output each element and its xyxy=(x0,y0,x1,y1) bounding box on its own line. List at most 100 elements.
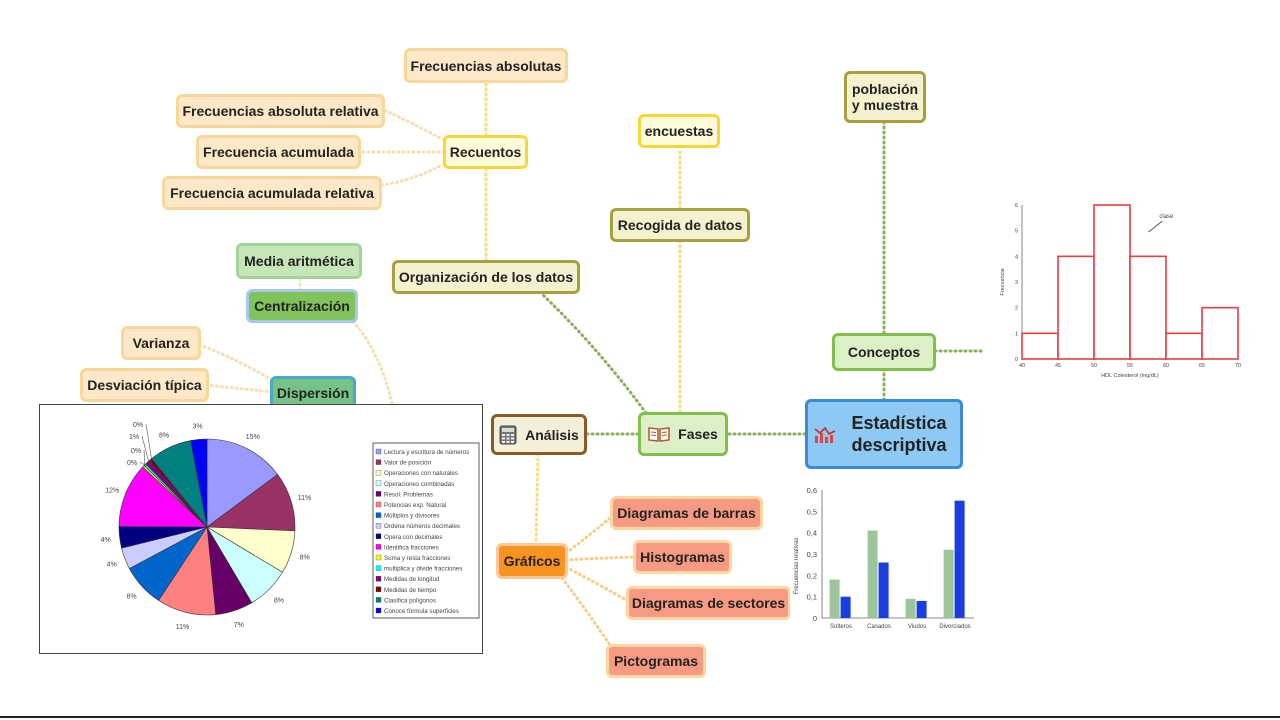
node-poblacion-muestra[interactable]: población y muestra xyxy=(844,71,926,123)
node-estadistica-descriptiva[interactable]: Estadística descriptiva xyxy=(805,399,963,469)
pie-legend-swatch xyxy=(375,576,382,582)
bar-x-tick: Casados xyxy=(867,624,891,630)
node-pictogramas[interactable]: Pictogramas xyxy=(606,644,706,678)
node-frecuencias-absoluta-relativa[interactable]: Frecuencias absoluta relativa xyxy=(176,94,385,128)
pie-data-label: 4% xyxy=(101,537,111,544)
node-frecacum-label: Frecuencia acumulada xyxy=(203,144,354,160)
pie-legend-swatch xyxy=(375,501,382,508)
node-recuentos[interactable]: Recuentos xyxy=(443,135,528,169)
pie-data-label: 3% xyxy=(192,423,202,430)
pie-legend-swatch xyxy=(375,607,382,614)
bar-mark xyxy=(916,600,927,618)
node-fases[interactable]: Fases xyxy=(638,412,728,456)
pie-legend-frame xyxy=(372,442,480,619)
node-media-aritmetica[interactable]: Media aritmética xyxy=(236,243,362,279)
pie-data-label: 4% xyxy=(107,562,117,569)
pie-legend-swatch xyxy=(375,512,382,518)
node-conceptos-label: Conceptos xyxy=(847,344,921,360)
bar-y-tick: 0,2 xyxy=(807,571,817,580)
pie-legend-swatch xyxy=(375,480,382,486)
open-book-icon xyxy=(648,426,670,442)
node-varianza[interactable]: Varianza xyxy=(121,326,201,360)
hist-x-tick: 70 xyxy=(1235,363,1241,369)
pie-legend-label: Medidas de tiempo xyxy=(384,587,437,594)
node-histogramas[interactable]: Histogramas xyxy=(633,540,732,574)
pie-data-label: 12% xyxy=(105,487,119,494)
histogram-bar xyxy=(1165,332,1203,360)
node-conceptos[interactable]: Conceptos xyxy=(832,333,936,371)
pie-legend-swatch xyxy=(375,459,382,465)
pie-legend-swatch xyxy=(375,544,382,550)
bar-mark xyxy=(954,500,965,618)
pie-legend-swatch xyxy=(375,565,382,571)
bar-mark xyxy=(840,596,851,618)
bar-y-tick: 0 xyxy=(813,614,817,623)
hist-y-tick: 5 xyxy=(1015,229,1018,235)
bar-x-tick: Solteros xyxy=(830,624,852,630)
link-graficos-histogramas xyxy=(564,555,636,562)
histogram-bar xyxy=(1129,255,1167,360)
pie-chart-figure: 15%11%8%8%7%11%8%4%4%12%0%0%1%0%8%3%Lect… xyxy=(39,404,483,654)
pie-legend-label: Operaciones combinadas xyxy=(384,481,454,488)
bar-y-label: Frecuencias relativas xyxy=(794,538,800,595)
hist-x-tick: 55 xyxy=(1127,363,1133,369)
pie-legend-label: Medidas de longitud xyxy=(384,576,440,583)
node-desviacion-tipica[interactable]: Desviación típica xyxy=(80,368,209,402)
pie-legend-label: Operaciones con naturales xyxy=(384,470,458,477)
pie-data-label: 11% xyxy=(298,495,312,502)
hist-x-tick: 40 xyxy=(1019,363,1025,369)
node-frecuencia-acumulada[interactable]: Frecuencia acumulada xyxy=(196,135,361,169)
node-barras-label: Diagramas de barras xyxy=(617,505,756,521)
pie-chart-svg: 15%11%8%8%7%11%8%4%4%12%0%0%1%0%8%3%Lect… xyxy=(101,422,480,631)
node-fases-label: Fases xyxy=(678,426,718,442)
node-frecuencia-acumulada-relativa[interactable]: Frecuencia acumulada relativa xyxy=(162,176,382,210)
pie-data-label: 0% xyxy=(133,422,143,429)
pie-legend-swatch xyxy=(375,554,382,561)
node-dispersion-label: Dispersión xyxy=(276,385,350,401)
node-poblacion-label: población y muestra xyxy=(851,81,919,113)
node-frecacumrel-label: Frecuencia acumulada relativa xyxy=(170,185,374,201)
node-frecuencias-absolutas[interactable]: Frecuencias absolutas xyxy=(404,48,568,83)
node-centralizacion[interactable]: Centralización xyxy=(246,289,358,323)
node-encuestas[interactable]: encuestas xyxy=(638,114,720,148)
pie-data-label: 15% xyxy=(246,434,260,441)
bottom-divider xyxy=(0,716,1280,718)
hist-y-tick: 4 xyxy=(1015,254,1018,260)
node-diagramas-barras[interactable]: Diagramas de barras xyxy=(610,496,763,530)
link-dispersion-varianza xyxy=(198,343,274,382)
pie-legend-label: Ordena números decimales xyxy=(384,523,460,530)
pie-data-label: 8% xyxy=(300,554,310,561)
pie-legend-label: Suma y resta fracciones xyxy=(384,555,450,562)
hist-x-tick: 45 xyxy=(1055,363,1061,369)
link-fases-organizacion xyxy=(540,292,648,415)
pie-legend-label: Conoce fórmula superficies xyxy=(384,608,459,615)
pie-leader-line xyxy=(141,435,150,464)
node-recogida-datos[interactable]: Recogida de datos xyxy=(610,208,750,242)
hist-y-tick: 3 xyxy=(1015,280,1018,286)
pie-slice xyxy=(206,438,279,528)
pie-legend-label: multiplica y divide fracciones xyxy=(384,566,462,573)
bar-mark xyxy=(878,562,889,618)
pie-legend-label: Lectura y escritura de números xyxy=(384,449,469,456)
bar-y-tick: 0,6 xyxy=(807,486,817,495)
pie-legend-swatch xyxy=(375,491,382,497)
hist-y-tick: 1 xyxy=(1015,331,1018,337)
node-organizacion-datos[interactable]: Organización de los datos xyxy=(392,260,580,294)
node-graficos[interactable]: Gráficos xyxy=(496,543,568,579)
node-analisis[interactable]: Análisis xyxy=(491,414,587,455)
histogram-bar xyxy=(1057,255,1095,360)
node-organizacion-label: Organización de los datos xyxy=(398,269,574,285)
pie-legend-label: Resol. Problemas xyxy=(384,491,433,498)
pie-legend-swatch xyxy=(375,523,382,529)
hist-x-tick: 50 xyxy=(1091,363,1097,369)
pie-data-label: 8% xyxy=(159,432,169,439)
node-diagramas-sectores[interactable]: Diagramas de sectores xyxy=(626,586,791,620)
link-recuentos-frecabsrel xyxy=(382,108,446,142)
pie-data-label: 8% xyxy=(127,594,137,601)
histogram-bar xyxy=(1093,204,1131,360)
link-recuentos-frecacumrel xyxy=(378,162,446,187)
